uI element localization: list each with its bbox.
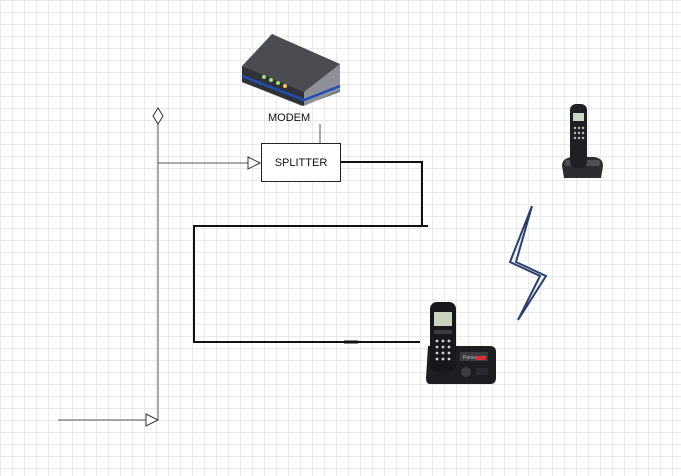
modem-label: MODEM [268, 112, 311, 124]
cordless-phone-base-icon: Panasonic [426, 302, 496, 384]
splitter-label: SPLITTER [274, 156, 328, 169]
diamond-endpoint-icon [152, 107, 164, 125]
splitter-node[interactable]: SPLITTER [261, 143, 341, 182]
input-arrow-to-splitter[interactable] [158, 156, 262, 170]
incoming-line-arrow[interactable] [58, 413, 160, 427]
modem-router-icon [241, 34, 341, 106]
phone-wire[interactable] [193, 161, 423, 343]
arrowhead-icon [145, 413, 160, 427]
lightning-bolt-icon [508, 205, 548, 321]
vertical-bus-line[interactable] [152, 107, 164, 420]
arrowhead-icon [247, 156, 262, 170]
cordless-phone-handset-icon [562, 104, 603, 178]
svg-text:Panasonic: Panasonic [463, 355, 487, 361]
